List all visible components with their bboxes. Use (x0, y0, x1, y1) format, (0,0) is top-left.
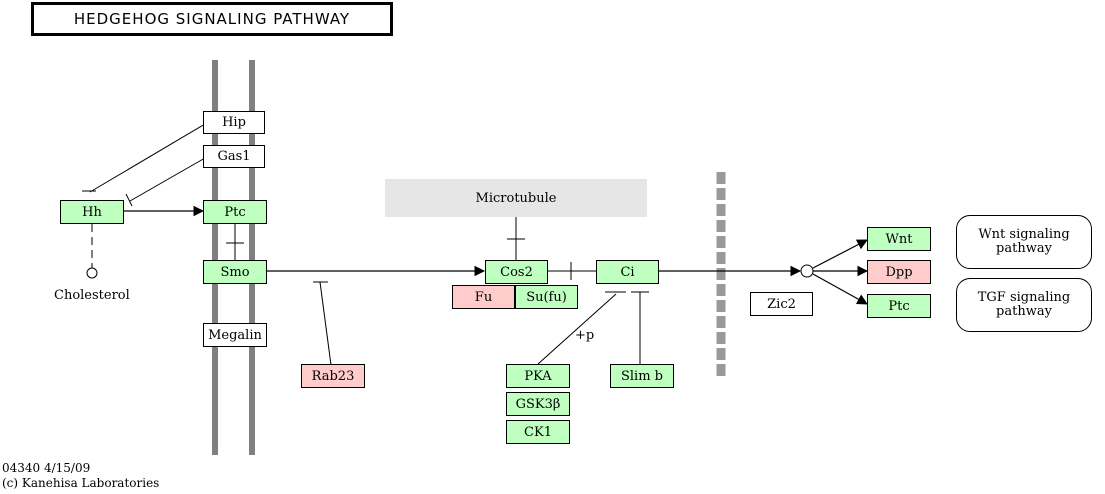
node-ptc-membrane[interactable]: Ptc (203, 200, 267, 224)
node-smo[interactable]: Smo (203, 260, 267, 284)
node-ptc-target[interactable]: Ptc (867, 294, 931, 318)
node-slimb[interactable]: Slim b (610, 364, 674, 388)
node-ck1[interactable]: CK1 (506, 420, 570, 444)
footer-copyright: (c) Kanehisa Laboratories (2, 476, 160, 490)
node-hh[interactable]: Hh (60, 200, 124, 224)
node-ci[interactable]: Ci (596, 260, 659, 284)
node-zic2[interactable]: Zic2 (750, 292, 813, 316)
node-cos2[interactable]: Cos2 (485, 260, 548, 284)
node-megalin[interactable]: Megalin (203, 323, 267, 347)
node-sufu[interactable]: Su(fu) (515, 285, 578, 309)
node-hip[interactable]: Hip (203, 111, 265, 134)
cholesterol-label: Cholesterol (54, 288, 130, 303)
node-wnt[interactable]: Wnt (867, 227, 931, 251)
node-fu[interactable]: Fu (452, 285, 515, 309)
pathway-link-wnt[interactable]: Wnt signaling pathway (956, 215, 1092, 269)
membrane-left (212, 60, 218, 455)
membrane-right (249, 60, 255, 455)
pathway-title: HEDGEHOG SIGNALING PATHWAY (31, 2, 393, 36)
phosphorylation-label: +p (575, 328, 595, 343)
node-gsk3b[interactable]: GSK3β (506, 392, 570, 416)
node-rab23[interactable]: Rab23 (301, 364, 365, 388)
node-gas1[interactable]: Gas1 (203, 145, 265, 168)
node-pka[interactable]: PKA (506, 364, 570, 388)
microtubule-box[interactable]: Microtubule (385, 179, 647, 217)
pathway-link-tgf[interactable]: TGF signaling pathway (956, 278, 1092, 332)
footer-id-date: 04340 4/15/09 (2, 461, 91, 475)
node-dpp[interactable]: Dpp (867, 260, 931, 284)
